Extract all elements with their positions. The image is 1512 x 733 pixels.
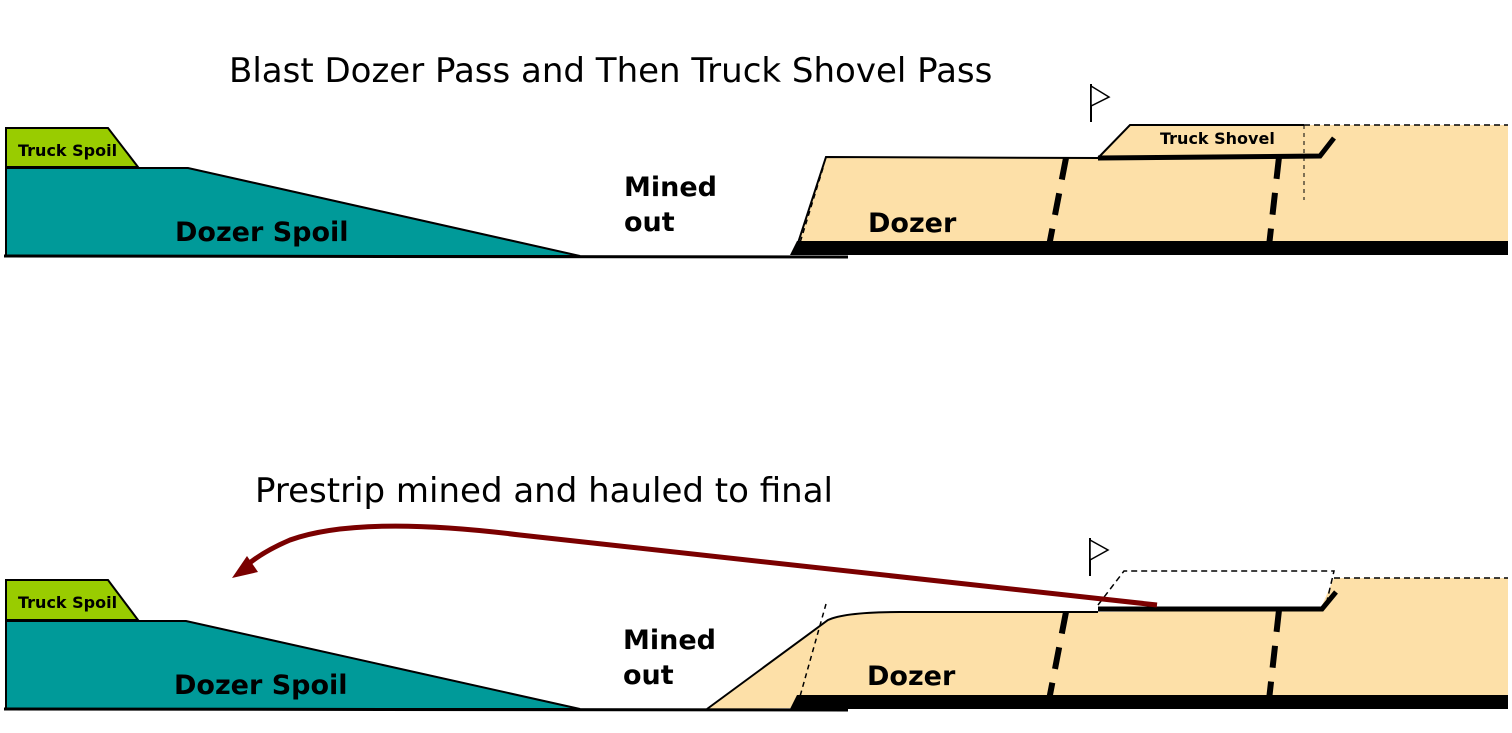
top-panel-title: Blast Dozer Pass and Then Truck Shovel P… [229, 51, 992, 91]
bottom-mined-out-label-line2: out [623, 660, 674, 691]
top-ground-line [3, 254, 849, 259]
top-coal-seam [790, 241, 1508, 255]
bottom-dozer-spoil-label: Dozer Spoil [174, 670, 348, 701]
bottom-panel-title: Prestrip mined and hauled to final [255, 471, 833, 511]
haul-arrow [232, 523, 1158, 608]
bottom-ground-line [3, 707, 849, 712]
top-panel: Blast Dozer Pass and Then Truck Shovel P… [3, 51, 1508, 259]
top-mined-out-label-line1: Mined [624, 172, 717, 203]
top-cut-lines [1046, 156, 1282, 247]
bottom-mined-out-label-line1: Mined [623, 625, 716, 656]
top-truck-shovel-floor [1097, 136, 1336, 161]
bottom-overburden-outline [706, 611, 1098, 710]
bottom-removed-prestrip-outline [1097, 570, 1335, 606]
top-cut-line-2 [1266, 156, 1282, 247]
bottom-truck-spoil-label: Truck Spoil [18, 593, 117, 612]
flag-icon [1089, 538, 1110, 576]
bottom-pit-wall-dashed [798, 603, 827, 701]
bottom-coal-seam [790, 695, 1508, 709]
bottom-panel: Prestrip mined and hauled to final Truck… [3, 471, 1508, 712]
top-truck-spoil-label: Truck Spoil [18, 141, 117, 160]
top-dozer-label: Dozer [868, 208, 957, 239]
top-pit-wall-dashed [798, 167, 824, 247]
flag-icon [1090, 84, 1111, 122]
top-truck-shovel-bench [1097, 124, 1304, 159]
bottom-cut-line-2 [1266, 609, 1282, 701]
top-overburden [797, 125, 1508, 248]
top-mined-out-label-line2: out [624, 207, 675, 238]
bottom-cut-line-1 [1046, 611, 1069, 701]
bottom-dozer-label: Dozer [867, 661, 956, 692]
top-cut-line-1 [1046, 157, 1069, 247]
haul-arrow-head [232, 556, 258, 578]
top-overburden-outline [796, 155, 1099, 247]
bottom-cut-lines [1046, 609, 1282, 701]
top-truck-shovel-label: Truck Shovel [1160, 129, 1275, 148]
bottom-truck-shovel-floor [1098, 590, 1338, 612]
top-dozer-spoil-label: Dozer Spoil [175, 217, 349, 248]
